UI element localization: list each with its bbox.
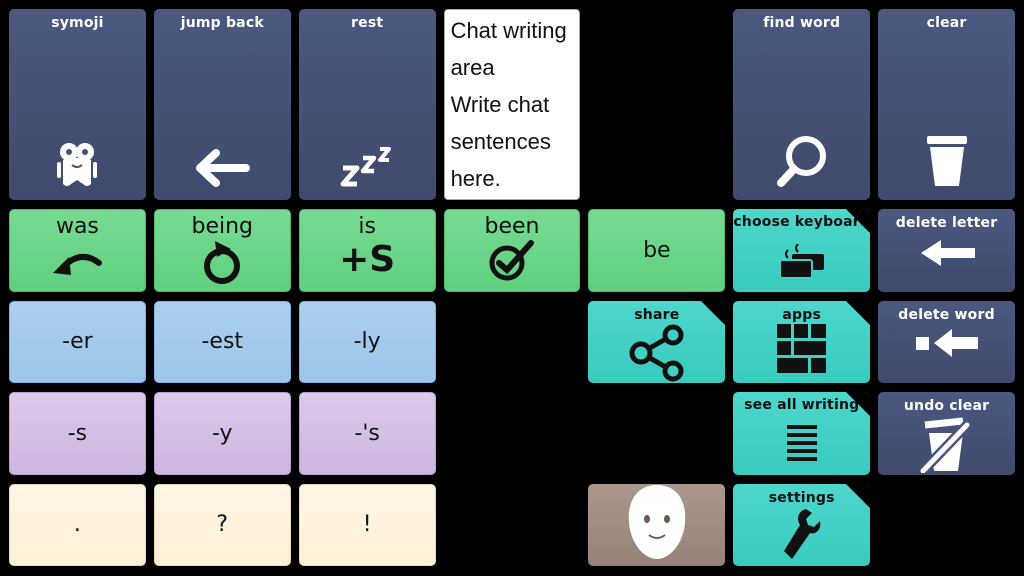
chat-line-2: Write chat sentences here. xyxy=(450,92,551,191)
tile-label: being xyxy=(191,214,254,239)
tile-label: undo clear xyxy=(903,398,990,414)
chat-line-1: Chat writing area xyxy=(450,18,567,80)
empty-cell xyxy=(444,392,581,475)
face-button[interactable] xyxy=(588,483,726,567)
folder-corner xyxy=(701,300,726,325)
possessive-suffix-button[interactable]: -'s xyxy=(298,392,436,475)
clear-button[interactable]: clear xyxy=(878,9,1015,200)
folder-corner xyxy=(846,209,871,233)
tile-label: was xyxy=(55,214,99,239)
question-mark-button[interactable]: ? xyxy=(153,483,291,566)
tile-label: -est xyxy=(201,329,244,355)
tile-label: jump back xyxy=(180,15,264,31)
folder-corner xyxy=(846,392,871,416)
been-button[interactable]: been xyxy=(443,209,581,292)
empty-cell xyxy=(444,301,581,384)
tile-label: rest xyxy=(351,15,384,31)
s-suffix-button[interactable]: -s xyxy=(9,392,146,475)
tile-label: settings xyxy=(768,489,835,506)
folder-corner xyxy=(846,300,871,325)
tile-label: is xyxy=(358,214,376,239)
exclamation-button[interactable]: ! xyxy=(298,483,436,566)
symoji-icon xyxy=(55,140,99,188)
tile-label: apps xyxy=(782,306,822,323)
plus-s-icon: +S xyxy=(339,239,396,280)
delete-word-icon xyxy=(915,329,978,357)
lines-icon xyxy=(786,424,817,463)
tile-label: -er xyxy=(62,329,93,355)
tile-label: choose keyboard xyxy=(733,214,871,230)
keyboard-icon xyxy=(778,243,826,280)
folder-corner xyxy=(846,483,871,508)
tile-label: find word xyxy=(763,15,841,31)
delete-letter-button[interactable]: delete letter xyxy=(878,209,1015,292)
tile-label: -y xyxy=(211,420,233,446)
arrow-left-icon xyxy=(919,239,975,266)
symoji-button[interactable]: symoji xyxy=(9,9,146,200)
delete-word-button[interactable]: delete word xyxy=(878,300,1015,383)
empty-cell xyxy=(588,9,725,200)
y-suffix-button[interactable]: -y xyxy=(153,392,291,475)
undo-trash-icon xyxy=(918,415,975,473)
tile-label: be xyxy=(643,237,671,263)
be-button[interactable]: be xyxy=(588,209,726,292)
tile-label: -s xyxy=(67,420,88,446)
tile-label: . xyxy=(73,512,81,538)
empty-cell xyxy=(588,392,725,475)
face-icon xyxy=(625,484,689,567)
check-circle-icon xyxy=(487,239,537,281)
tile-label: see all writing xyxy=(744,397,860,413)
zzz-icon xyxy=(339,146,395,188)
share-icon xyxy=(627,324,687,382)
see-all-writing-button[interactable]: see all writing xyxy=(733,392,871,475)
tile-label: -ly xyxy=(353,329,381,355)
ly-suffix-button[interactable]: -ly xyxy=(298,300,436,383)
find-word-button[interactable]: find word xyxy=(733,9,871,200)
tile-label: ! xyxy=(362,512,372,538)
tile-label: been xyxy=(484,214,540,239)
was-button[interactable]: was xyxy=(9,209,146,292)
cycle-icon xyxy=(201,239,243,285)
share-button[interactable]: share xyxy=(588,300,726,383)
jump-back-button[interactable]: jump back xyxy=(153,9,291,200)
apps-button[interactable]: apps xyxy=(733,300,871,383)
settings-button[interactable]: settings xyxy=(733,483,871,566)
est-suffix-button[interactable]: -est xyxy=(153,300,291,383)
magnifier-icon xyxy=(776,134,828,188)
wrench-icon xyxy=(782,507,822,561)
period-button[interactable]: . xyxy=(9,483,146,566)
arrow-left-icon xyxy=(194,148,251,188)
tile-label: symoji xyxy=(51,15,104,31)
being-button[interactable]: being xyxy=(153,209,291,292)
empty-cell xyxy=(444,484,581,567)
chat-writing-area[interactable]: Chat writing area Write chat sentences h… xyxy=(443,9,581,200)
symbol-grid: symoji jump back rest Chat writing area … xyxy=(9,9,1015,566)
curved-arrow-back-icon xyxy=(51,249,103,279)
trash-icon xyxy=(925,132,969,188)
is-button[interactable]: is +S xyxy=(298,209,436,292)
tile-label: delete word xyxy=(898,306,995,323)
er-suffix-button[interactable]: -er xyxy=(9,300,146,383)
apps-grid-icon xyxy=(776,323,827,374)
tile-label: share xyxy=(634,306,680,323)
tile-label: clear xyxy=(926,15,967,31)
undo-clear-button[interactable]: undo clear xyxy=(878,392,1015,475)
tile-label: -'s xyxy=(354,420,380,446)
tile-label: delete letter xyxy=(895,215,998,231)
choose-keyboard-button[interactable]: choose keyboard xyxy=(733,209,871,292)
tile-label: ? xyxy=(216,512,229,538)
rest-button[interactable]: rest xyxy=(298,9,436,200)
